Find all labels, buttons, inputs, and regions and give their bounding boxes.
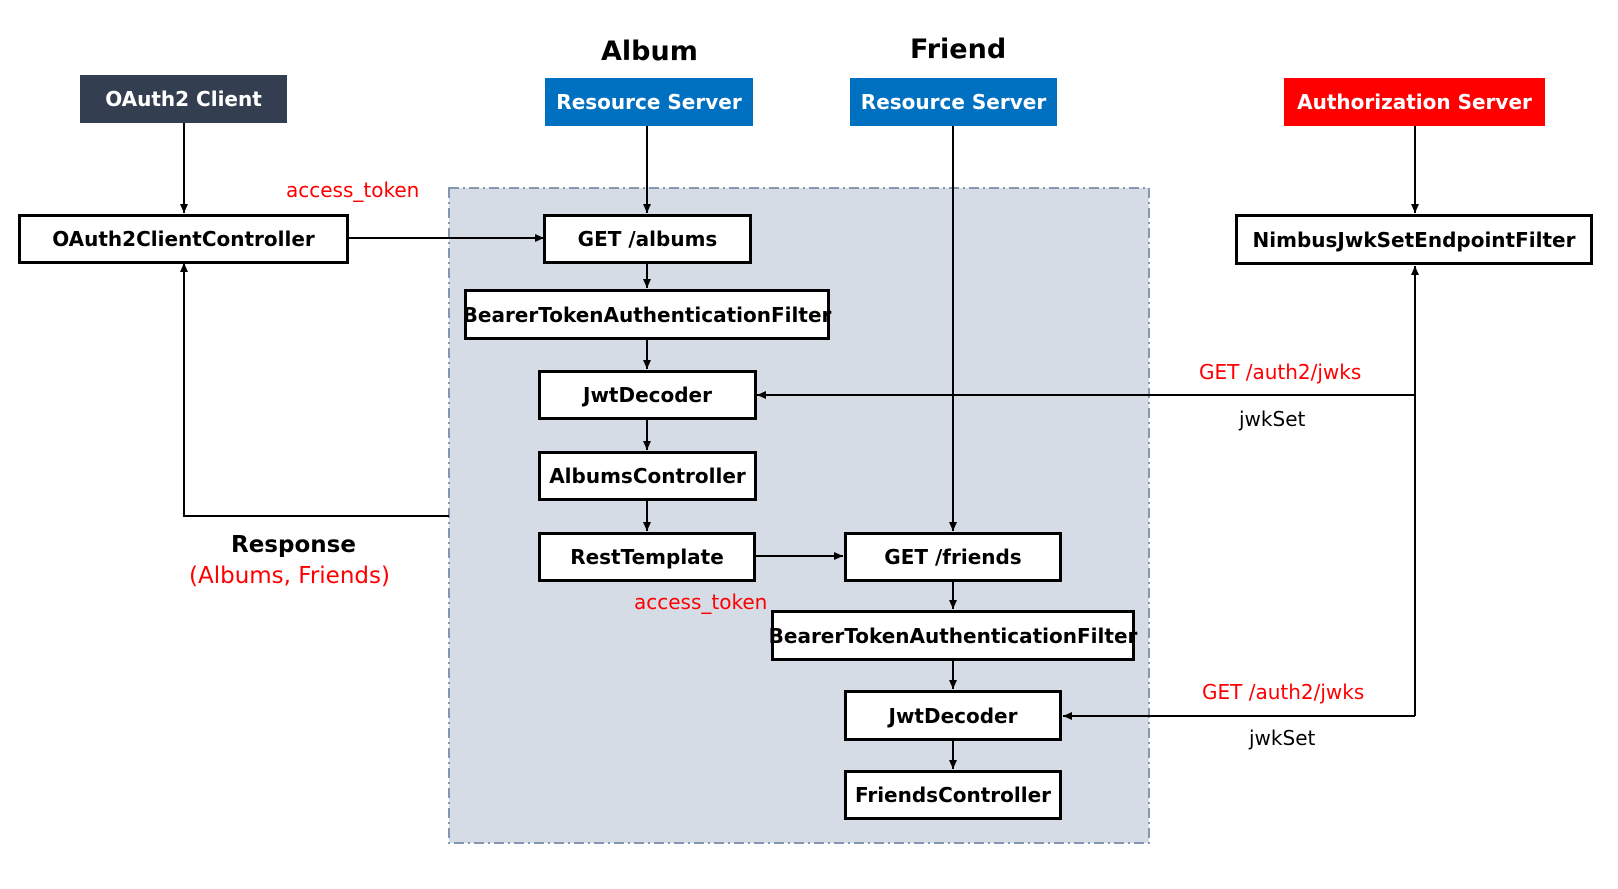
album-resource-server-header: Resource Server <box>545 78 753 126</box>
access-token-label-top: access_token <box>286 178 420 202</box>
jwk-set-label-bottom: jwkSet <box>1249 726 1316 750</box>
arrow-response-to-client <box>180 263 449 517</box>
oauth2-client-header: OAuth2 Client <box>80 75 287 123</box>
friends-controller-box: FriendsController <box>844 770 1062 820</box>
nimbus-jwk-set-endpoint-filter-box: NimbusJwkSetEndpointFilter <box>1235 214 1593 265</box>
friend-bearer-token-filter-box: BearerTokenAuthenticationFilter <box>769 610 1137 661</box>
access-token-label-bottom: access_token <box>634 590 768 614</box>
album-heading: Album <box>601 36 698 67</box>
response-detail: (Albums, Friends) <box>189 563 390 589</box>
album-bearer-token-filter-box: BearerTokenAuthenticationFilter <box>463 289 831 340</box>
get-albums-box: GET /albums <box>543 214 752 264</box>
oauth2-client-controller-box: OAuth2ClientController <box>18 214 349 264</box>
rest-template-box: RestTemplate <box>538 532 756 582</box>
get-friends-box: GET /friends <box>844 532 1062 582</box>
friend-jwt-decoder-box: JwtDecoder <box>844 690 1062 741</box>
friend-resource-server-header: Resource Server <box>850 78 1057 126</box>
jwk-set-label-top: jwkSet <box>1239 407 1306 431</box>
jwks-request-label-top: GET /auth2/jwks <box>1199 360 1362 384</box>
friend-heading: Friend <box>910 34 1007 65</box>
jwks-request-label-bottom: GET /auth2/jwks <box>1202 680 1365 704</box>
resource-server-container <box>448 187 1150 844</box>
albums-controller-box: AlbumsController <box>538 451 757 501</box>
response-title: Response <box>231 532 356 558</box>
authorization-server-header: Authorization Server <box>1284 78 1545 126</box>
album-jwt-decoder-box: JwtDecoder <box>538 370 757 420</box>
